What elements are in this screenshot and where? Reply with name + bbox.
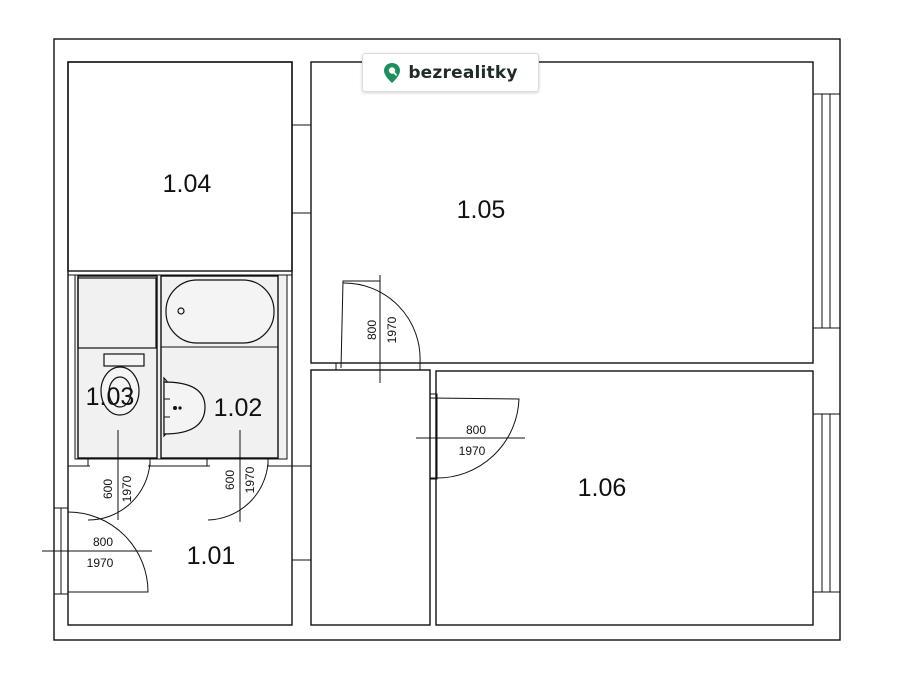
door-swing-1-02	[207, 430, 269, 522]
washbasin	[163, 376, 206, 438]
door-width: 600	[223, 470, 237, 490]
door-height: 1970	[243, 466, 257, 493]
door-label-1-05-height: 1970	[385, 316, 399, 343]
room-label-1-04: 1.04	[163, 170, 212, 198]
door-label-1-02-height: 1970	[243, 466, 257, 493]
toilet	[100, 353, 145, 416]
room-1-04	[67, 61, 293, 272]
door-label-1-03-height: 1970	[120, 475, 134, 502]
room-label-1-01: 1.01	[187, 542, 236, 570]
entrance-door-frame	[53, 470, 69, 595]
door-label-1-02: 600	[223, 470, 237, 490]
door-label-entrance-width: 800	[93, 535, 113, 549]
door-label-entrance-height: 1970	[87, 556, 114, 570]
map-pin-icon	[384, 62, 401, 83]
room-label-1-02: 1.02	[214, 394, 263, 422]
window-right-upper	[812, 93, 841, 329]
door-label-1-06-height: 1970	[459, 444, 486, 458]
door-label-1-05: 800	[365, 320, 379, 340]
bathtub	[165, 279, 275, 344]
door-swing-1-06	[416, 393, 525, 480]
room-label-1-06: 1.06	[578, 474, 627, 502]
room-label-1-05: 1.05	[457, 196, 506, 224]
door-width: 600	[101, 479, 115, 499]
room-label-1-03: 1.03	[86, 383, 135, 411]
door-label-1-06-width: 800	[466, 423, 486, 437]
door-swing-1-03	[87, 430, 151, 521]
door-swing-entrance	[42, 511, 152, 593]
bezrealitky-logo-badge: bezrealitky	[362, 53, 539, 92]
door-width: 800	[365, 320, 379, 340]
window-right-lower	[812, 413, 841, 593]
door-height: 1970	[385, 316, 399, 343]
door-height: 1970	[120, 475, 134, 502]
partition-stubs	[292, 124, 311, 561]
bathroom-door-jambs	[68, 459, 292, 467]
brand-name: bezrealitky	[408, 62, 518, 83]
hallway	[310, 369, 431, 626]
door-swing-1-05	[335, 275, 421, 383]
door-label-1-03: 600	[101, 479, 115, 499]
